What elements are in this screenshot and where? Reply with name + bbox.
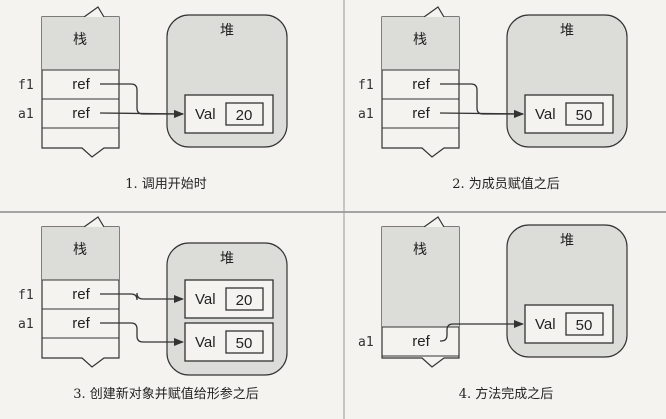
reference-arrow (99, 109, 184, 118)
ref-label: ref (72, 105, 90, 122)
panel-caption: 4. 方法完成之后 (459, 386, 554, 402)
val-label: Val (195, 106, 216, 123)
variable-label-a1: a1 (18, 107, 34, 122)
ref-label: ref (72, 315, 90, 332)
panel-4: 栈 a1 ref 堆 Val 50 4. 方法完成之后 (358, 216, 628, 402)
variable-label-f1: f1 (358, 78, 374, 93)
ref-label: ref (72, 76, 90, 93)
panel-caption: 3. 创建新对象并赋值给形参之后 (73, 386, 259, 402)
val-label: Val (535, 106, 556, 123)
ref-label: ref (412, 76, 430, 93)
variable-label-a1: a1 (18, 317, 34, 332)
variable-label-f1: f1 (18, 288, 34, 303)
panel-2: 栈 f1 ref a1 ref 堆 Val 50 2. 为成员赋值之后 (358, 6, 628, 192)
stack-shaded-area (42, 227, 119, 280)
panel-caption: 2. 为成员赋值之后 (452, 176, 560, 192)
panel-caption: 1. 调用开始时 (125, 177, 207, 192)
value-text: 50 (576, 107, 593, 124)
val-label: Val (535, 316, 556, 333)
panel-1: 栈 f1 ref a1 ref 堆 Val 20 1. 调用开始时 (18, 6, 288, 192)
variable-label-a1: a1 (358, 107, 374, 122)
value-box (225, 330, 264, 354)
heap-label: 堆 (560, 23, 574, 39)
heap-label: 堆 (560, 233, 574, 249)
stack-label: 栈 (73, 32, 87, 48)
val-label: Val (195, 334, 216, 351)
value-text: 50 (236, 335, 253, 352)
reference-arrow (100, 292, 184, 303)
stack-shaded-area (382, 227, 459, 327)
stack-label: 栈 (73, 242, 87, 258)
heap-label: 堆 (220, 251, 234, 267)
stack-shaded-area (382, 17, 459, 70)
value-text: 20 (236, 107, 253, 124)
stack-label: 栈 (413, 242, 427, 258)
value-text: 20 (236, 292, 253, 309)
value-box (225, 287, 264, 311)
variable-label-a1: a1 (358, 335, 374, 350)
reference-arrow (439, 109, 524, 118)
stack-label: 栈 (413, 32, 427, 48)
reference-arrow (100, 322, 184, 346)
value-text: 50 (576, 317, 593, 334)
value-box (565, 312, 604, 336)
heap-label: 堆 (220, 23, 234, 39)
reference-arrow (440, 320, 524, 342)
val-label: Val (195, 291, 216, 308)
ref-label: ref (412, 105, 430, 122)
variable-label-f1: f1 (18, 78, 34, 93)
ref-label: ref (412, 333, 430, 350)
value-box (565, 102, 604, 126)
value-box (225, 102, 264, 126)
ref-label: ref (72, 286, 90, 303)
stack-shaded-area (42, 17, 119, 70)
